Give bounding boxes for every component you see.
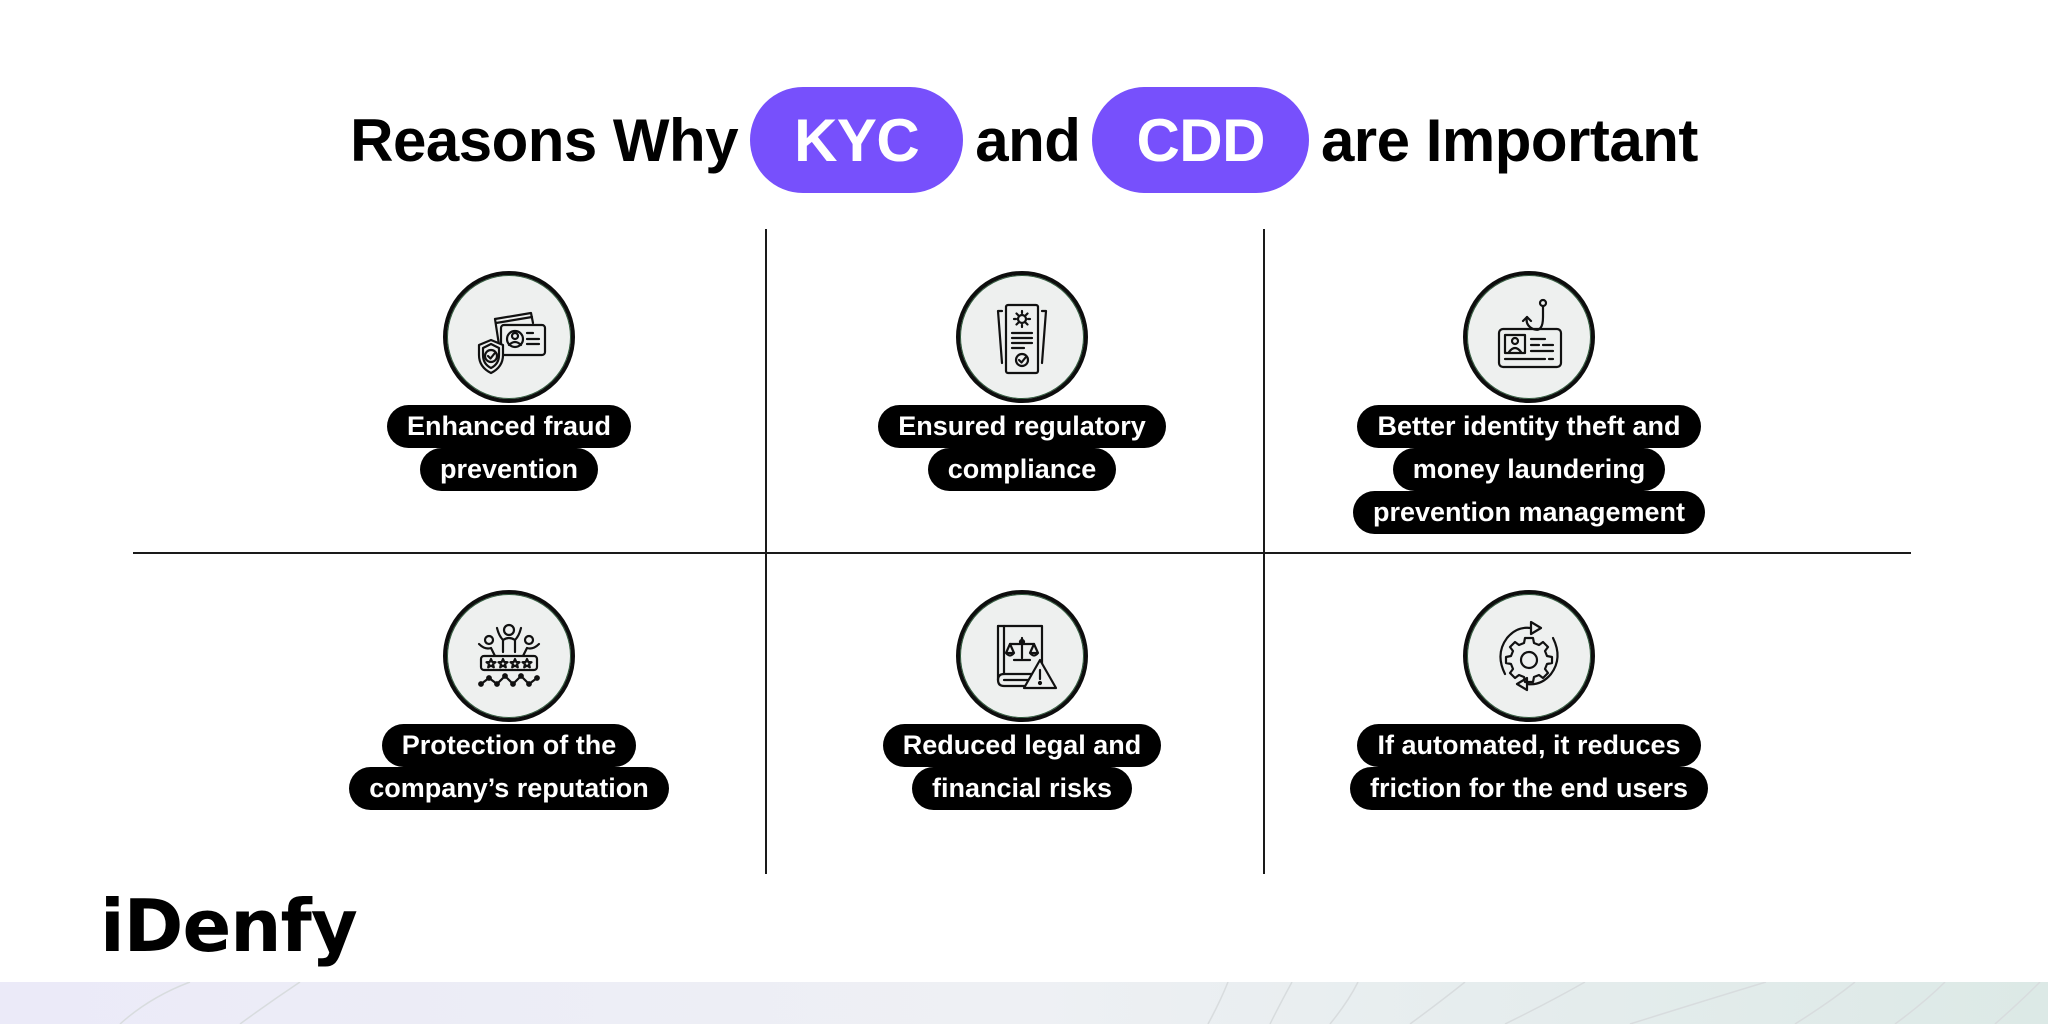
decorative-swoosh-lines [119,982,2041,1024]
reason-label-line: company’s reputation [349,767,669,810]
reason-card-automation: If automated, it reduces friction for th… [1269,590,1789,810]
reason-label-line: friction for the end users [1349,767,1709,810]
footer-decorative-band [0,982,2048,1024]
reason-label-line: Protection of the [381,724,637,767]
reason-label-line: prevention [419,448,599,491]
reason-label: If automated, it reduces friction for th… [1349,724,1709,810]
legal-book-warning-icon [956,590,1088,722]
id-phishing-hook-icon [1463,271,1595,403]
grid-divider-horizontal [133,552,1911,554]
reason-card-identity-theft: Better identity theft and money launderi… [1269,271,1789,534]
reason-label: Protection of the company’s reputation [349,724,669,810]
reason-label: Enhanced fraud prevention [386,405,632,491]
reason-label-line: money laundering [1392,448,1666,491]
reason-card-reputation: Protection of the company’s reputation [249,590,769,810]
reason-label: Better identity theft and money launderi… [1352,405,1706,534]
title-suffix: are Important [1320,106,1698,174]
id-card-shield-icon [443,271,575,403]
reason-label-line: compliance [927,448,1117,491]
reason-label-line: Enhanced fraud [386,405,632,448]
reason-card-compliance: Ensured regulatory compliance [762,271,1282,491]
reason-label-line: Reduced legal and [882,724,1162,767]
compliance-document-icon [956,271,1088,403]
reason-label-line: prevention management [1352,491,1706,534]
reason-label-line: Better identity theft and [1357,405,1701,448]
title-middle: and [975,106,1081,174]
grid-divider-vertical-2 [1263,229,1265,874]
reason-label-line: Ensured regulatory [878,405,1166,448]
reason-label: Reduced legal and financial risks [882,724,1162,810]
reason-label-line: financial risks [911,767,1133,810]
page-title: Reasons Why KYC and CDD are Important [0,86,2048,194]
grid-divider-vertical-1 [765,229,767,874]
idenfy-logo: iDenfy [100,884,358,968]
reason-label-line: If automated, it reduces [1357,724,1701,767]
reason-card-legal-risk: Reduced legal and financial risks [762,590,1282,810]
reason-card-fraud: Enhanced fraud prevention [249,271,769,491]
reputation-rating-icon [443,590,575,722]
reason-label: Ensured regulatory compliance [878,405,1166,491]
automation-gear-icon [1463,590,1595,722]
kyc-highlight-pill: KYC [750,87,964,193]
title-prefix: Reasons Why [350,106,739,174]
cdd-highlight-pill: CDD [1092,87,1309,193]
